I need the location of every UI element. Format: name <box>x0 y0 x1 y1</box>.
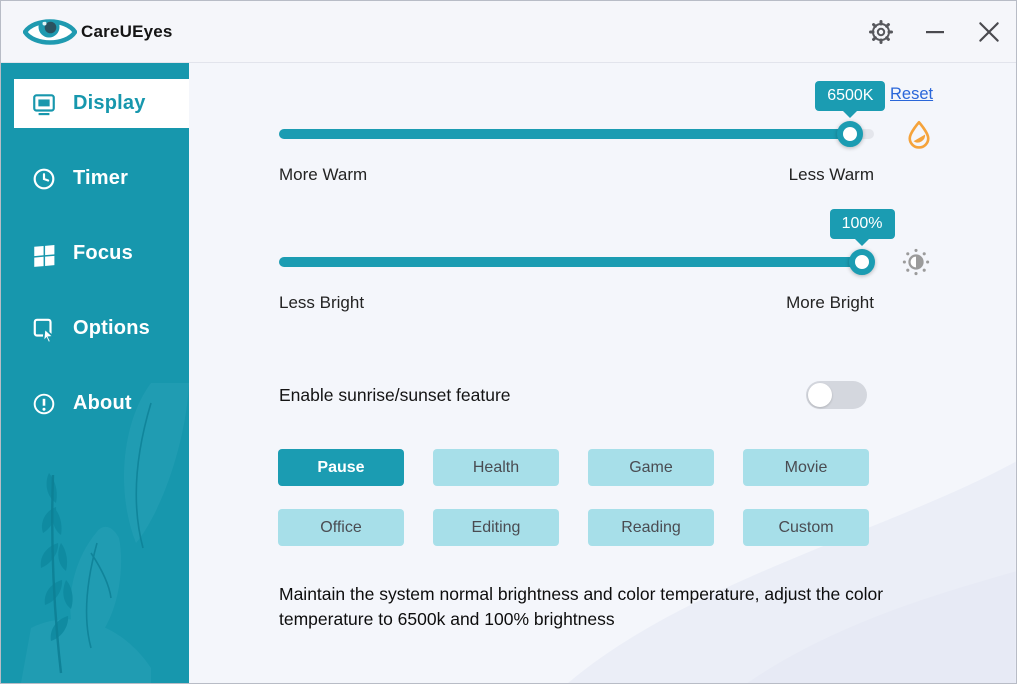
sidebar-item-timer[interactable]: Timer <box>14 154 189 203</box>
app-logo-eye-icon <box>23 18 77 45</box>
sidebar-leaf-decoration <box>21 383 189 683</box>
color-temperature-value-badge: 6500K <box>815 81 886 118</box>
more-warm-label: More Warm <box>279 165 368 184</box>
sidebar: Display Timer <box>1 63 189 683</box>
brightness-slider-thumb[interactable] <box>849 249 876 275</box>
close-button[interactable] <box>974 17 1004 47</box>
less-warm-label: Less Warm <box>788 165 874 184</box>
toggle-knob <box>808 383 832 407</box>
minimize-button[interactable] <box>920 17 950 47</box>
mode-button-grid: Pause Health Game Movie Office Editing R… <box>278 449 869 546</box>
sidebar-item-about[interactable]: About <box>14 379 189 428</box>
monitor-icon <box>31 91 57 117</box>
sidebar-item-label: Options <box>73 317 150 339</box>
sidebar-item-options[interactable]: Options <box>14 304 189 353</box>
title-bar: CareUEyes <box>1 1 1016 63</box>
reset-link[interactable]: Reset <box>890 85 934 103</box>
droplet-icon <box>908 120 930 149</box>
less-bright-label: Less Bright <box>279 293 365 312</box>
sidebar-item-label: Focus <box>73 242 133 264</box>
game-mode-button[interactable]: Game <box>588 449 714 486</box>
mode-description: Maintain the system normal brightness an… <box>279 584 884 629</box>
info-circle-icon <box>31 391 57 417</box>
slider-fill <box>279 129 859 139</box>
display-panel: 6500K Reset More Warm Less Warm 100% Les… <box>189 63 1016 683</box>
brightness-slider[interactable]: 100% <box>279 209 930 276</box>
clock-icon <box>31 166 57 192</box>
sunrise-sunset-toggle[interactable] <box>806 381 867 409</box>
sidebar-item-display[interactable]: Display <box>14 79 189 128</box>
sunrise-sunset-label: Enable sunrise/sunset feature <box>279 385 511 405</box>
minimize-icon <box>926 30 944 33</box>
sidebar-item-label: Timer <box>73 167 129 189</box>
sidebar-nav: Display Timer <box>1 63 189 428</box>
movie-mode-button[interactable]: Movie <box>743 449 869 486</box>
settings-button[interactable] <box>866 17 896 47</box>
more-bright-label: More Bright <box>786 293 874 312</box>
brightness-icon <box>902 248 930 276</box>
sidebar-item-focus[interactable]: Focus <box>14 229 189 278</box>
brightness-labels: Less Bright More Bright <box>279 293 874 313</box>
custom-mode-button[interactable]: Custom <box>743 509 869 546</box>
windows-icon <box>31 241 57 267</box>
app-title: CareUEyes <box>81 21 173 41</box>
office-mode-button[interactable]: Office <box>278 509 404 546</box>
editing-mode-button[interactable]: Editing <box>433 509 559 546</box>
reading-mode-button[interactable]: Reading <box>588 509 714 546</box>
sidebar-item-label: About <box>73 392 132 414</box>
sidebar-item-label: Display <box>73 92 146 114</box>
color-temperature-slider[interactable]: 6500K Reset <box>279 81 933 149</box>
gear-icon <box>869 19 893 44</box>
color-temperature-labels: More Warm Less Warm <box>279 165 874 185</box>
close-icon <box>979 21 999 42</box>
color-temperature-slider-thumb[interactable] <box>837 121 864 147</box>
slider-fill <box>279 257 871 267</box>
pause-mode-button[interactable]: Pause <box>278 449 404 486</box>
brightness-value-badge: 100% <box>829 209 895 246</box>
cursor-square-icon <box>31 316 57 342</box>
health-mode-button[interactable]: Health <box>433 449 559 486</box>
window-controls <box>842 17 1004 47</box>
